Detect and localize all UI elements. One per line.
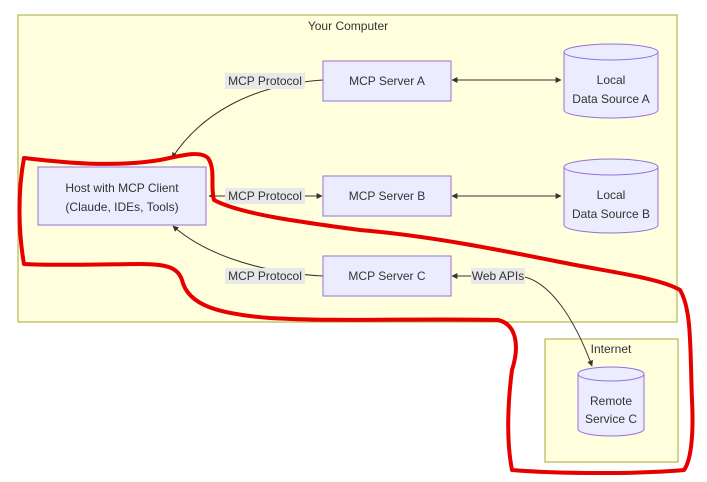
edge-label-protocol-c: MCP Protocol bbox=[225, 268, 305, 284]
red-annotation-outline bbox=[17, 152, 695, 475]
mcp-server-c-label: MCP Server C bbox=[348, 269, 425, 283]
cluster-your-computer-title: Your Computer bbox=[308, 19, 388, 33]
svg-text:MCP Protocol: MCP Protocol bbox=[228, 74, 302, 88]
mcp-server-c-node[interactable]: MCP Server C bbox=[322, 255, 452, 297]
data-source-a-line1: Local bbox=[597, 73, 626, 87]
mcp-server-a-node[interactable]: MCP Server A bbox=[322, 60, 452, 102]
mcp-server-a-label: MCP Server A bbox=[349, 74, 425, 88]
svg-text:MCP Protocol: MCP Protocol bbox=[228, 189, 302, 203]
host-node[interactable]: Host with MCP Client (Claude, IDEs, Tool… bbox=[37, 166, 207, 226]
host-label-line2: (Claude, IDEs, Tools) bbox=[65, 200, 178, 214]
edge-label-protocol-b: MCP Protocol bbox=[225, 188, 305, 204]
mcp-server-b-label: MCP Server B bbox=[349, 189, 425, 203]
remote-service-c-node[interactable]: Remote Service C bbox=[577, 366, 645, 437]
svg-text:MCP Protocol: MCP Protocol bbox=[228, 269, 302, 283]
svg-text:Web APIs: Web APIs bbox=[472, 269, 524, 283]
cluster-internet-title: Internet bbox=[591, 342, 632, 356]
mcp-server-b-node[interactable]: MCP Server B bbox=[322, 175, 452, 217]
data-source-b-line2: Data Source B bbox=[572, 207, 650, 221]
host-label-line1: Host with MCP Client bbox=[65, 181, 179, 195]
edge-label-web-apis: Web APIs bbox=[471, 268, 525, 284]
data-source-a-line2: Data Source A bbox=[572, 92, 649, 106]
remote-service-line2: Service C bbox=[585, 412, 637, 426]
local-data-source-b-node[interactable]: Local Data Source B bbox=[563, 158, 659, 234]
local-data-source-a-node[interactable]: Local Data Source A bbox=[563, 43, 659, 119]
data-source-b-line1: Local bbox=[597, 188, 626, 202]
edge-label-protocol-a: MCP Protocol bbox=[225, 73, 305, 89]
remote-service-line1: Remote bbox=[590, 394, 632, 408]
